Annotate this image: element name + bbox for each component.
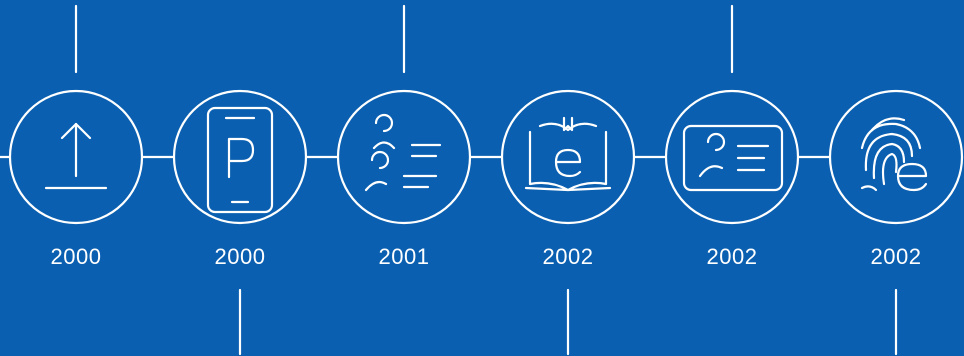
milestone-circle [172,89,308,225]
e-book-icon [524,116,612,192]
milestone-circle [664,89,800,225]
milestone-year: 2002 [542,244,594,269]
milestone-circle [500,89,636,225]
milestone-year: 2002 [870,244,922,269]
upload-arrow-icon [44,122,108,190]
milestone-circle [828,89,964,225]
milestone-year: 2002 [706,244,758,269]
milestone-circle [8,89,144,225]
milestone-year: 2000 [214,244,266,269]
milestone-year: 2001 [378,244,430,269]
milestone-year: 2000 [50,244,102,269]
mobile-parking-icon [206,106,274,214]
people-list-icon [364,113,442,192]
fingerprint-e-icon [860,117,928,192]
milestone-circle [336,89,472,225]
id-card-icon [682,124,784,192]
